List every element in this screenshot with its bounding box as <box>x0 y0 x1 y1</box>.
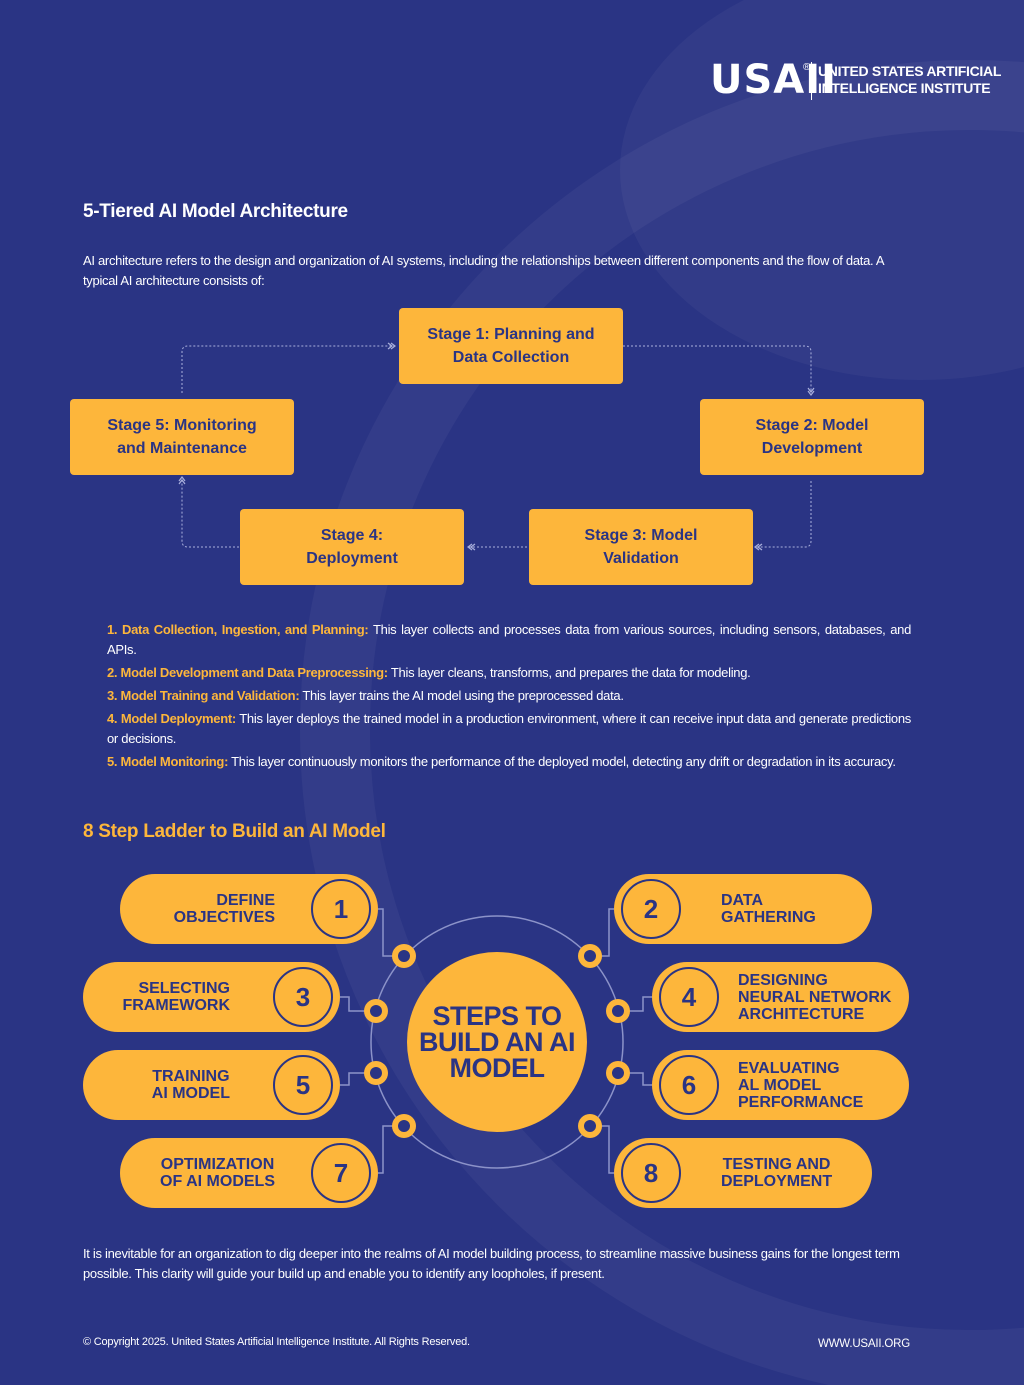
layer-item: 4. Model Deployment: This layer deploys … <box>107 709 911 749</box>
step-3-number: 3 <box>273 967 333 1027</box>
step-4-label-line: ARCHITECTURE <box>738 1006 865 1023</box>
connector-dot <box>392 944 416 968</box>
step-7-label-line: OF AI MODELS <box>160 1173 275 1190</box>
layer-label: 4. Model Deployment: <box>107 711 236 726</box>
step-2-number: 2 <box>621 879 681 939</box>
layer-item: 5. Model Monitoring: This layer continuo… <box>107 752 911 772</box>
connector-dot <box>578 944 602 968</box>
stage-3-label: Stage 3: Model Validation <box>584 527 698 567</box>
step-6-number: 6 <box>659 1055 719 1115</box>
connector-dot <box>392 1114 416 1138</box>
logo-mark: USAII <box>710 57 838 103</box>
logo-registered: ® <box>803 62 811 73</box>
layer-text: This layer continuously monitors the per… <box>228 754 896 769</box>
connector-dot <box>364 1061 388 1085</box>
step-1-pill: DEFINE OBJECTIVES 1 <box>120 874 378 944</box>
stage-1-box: Stage 1: Planning and Data Collection <box>399 308 623 384</box>
step-4-number: 4 <box>659 967 719 1027</box>
step-6-label-line: EVALUATING <box>738 1060 840 1077</box>
layer-label: 1. Data Collection, Ingestion, and Plann… <box>107 622 369 637</box>
step-4-label: DESIGNING NEURAL NETWORK ARCHITECTURE <box>738 972 891 1023</box>
step-8-label: TESTING AND DEPLOYMENT <box>721 1156 832 1190</box>
step-8-label-line: TESTING AND <box>722 1156 831 1173</box>
step-3-pill: SELECTING FRAMEWORK 3 <box>83 962 340 1032</box>
connector-dot <box>606 1061 630 1085</box>
layer-text: This layer collects and processes data f… <box>107 622 912 657</box>
logo-line-1: UNITED STATES ARTIFICIAL <box>818 63 1002 79</box>
logo-text: UNITED STATES ARTIFICIAL INTELLIGENCE IN… <box>818 63 1018 97</box>
stage-1-label: Stage 1: Planning and Data Collection <box>427 326 595 366</box>
step-4-label-line: DESIGNING <box>738 972 828 989</box>
website-link[interactable]: WWW.USAII.ORG <box>818 1338 910 1350</box>
copyright-text: © Copyright 2025. United States Artifici… <box>83 1336 470 1348</box>
step-8-pill: 8 TESTING AND DEPLOYMENT <box>614 1138 872 1208</box>
stage-4-box: Stage 4: Deployment <box>240 509 464 585</box>
architecture-title: 5-Tiered AI Model Architecture <box>83 201 348 222</box>
step-2-label-line: DATA <box>721 892 764 909</box>
layer-item: 3. Model Training and Validation: This l… <box>107 686 911 706</box>
center-title: STEPS TO BUILD AN AI MODEL <box>419 1001 576 1083</box>
step-7-label: OPTIMIZATION OF AI MODELS <box>160 1156 275 1190</box>
step-2-label: DATA GATHERING <box>721 892 816 926</box>
stage-4-label: Stage 4: Deployment <box>306 527 398 567</box>
step-1-number: 1 <box>311 879 371 939</box>
stage-2-box: Stage 2: Model Development <box>700 399 924 475</box>
layer-label: 5. Model Monitoring: <box>107 754 229 769</box>
step-7-pill: OPTIMIZATION OF AI MODELS 7 <box>120 1138 378 1208</box>
step-5-label: TRAINING AI MODEL <box>152 1068 230 1102</box>
closing-paragraph: It is inevitable for an organization to … <box>83 1246 900 1281</box>
step-3-label: SELECTING FRAMEWORK <box>122 980 230 1014</box>
step-5-label-line: AI MODEL <box>151 1085 230 1102</box>
step-2-pill: 2 DATA GATHERING <box>614 874 872 944</box>
step-7-number: 7 <box>311 1143 371 1203</box>
logo-line-2: INTELLIGENCE INSTITUTE <box>818 80 991 96</box>
layer-label: 2. Model Development and Data Preprocess… <box>107 665 388 680</box>
connector-dot <box>578 1114 602 1138</box>
step-6-label: EVALUATING AL MODEL PERFORMANCE <box>738 1060 863 1111</box>
step-5-number: 5 <box>273 1055 333 1115</box>
layer-text: This layer deploys the trained model in … <box>107 711 911 746</box>
step-2-label-line: GATHERING <box>721 909 816 926</box>
layer-item: 2. Model Development and Data Preprocess… <box>107 663 911 683</box>
logo-divider <box>811 62 812 100</box>
layer-label: 3. Model Training and Validation: <box>107 688 300 703</box>
connector-dot <box>606 999 630 1023</box>
step-1-label-line: OBJECTIVES <box>173 909 275 926</box>
layer-item: 1. Data Collection, Ingestion, and Plann… <box>107 620 911 660</box>
layer-text: This layer trains the AI model using the… <box>299 688 624 703</box>
step-8-number: 8 <box>621 1143 681 1203</box>
layer-text: This layer cleans, transforms, and prepa… <box>387 665 751 680</box>
step-4-label-line: NEURAL NETWORK <box>738 989 892 1006</box>
stage-3-box: Stage 3: Model Validation <box>529 509 753 585</box>
step-4-pill: 4 DESIGNING NEURAL NETWORK ARCHITECTURE <box>652 962 909 1032</box>
step-1-label-line: DEFINE <box>216 892 275 909</box>
step-7-label-line: OPTIMIZATION <box>160 1156 275 1173</box>
step-5-label-line: TRAINING <box>152 1068 230 1085</box>
step-3-label-line: SELECTING <box>138 980 230 997</box>
step-8-label-line: DEPLOYMENT <box>721 1173 833 1190</box>
step-6-label-line: AL MODEL <box>738 1077 822 1094</box>
step-5-pill: TRAINING AI MODEL 5 <box>83 1050 340 1120</box>
architecture-intro: AI architecture refers to the design and… <box>83 253 884 288</box>
stage-5-box: Stage 5: Monitoring and Maintenance <box>70 399 294 475</box>
usaii-logo: USAII ® UNITED STATES ARTIFICIAL INTELLI… <box>710 60 1024 102</box>
stage-2-label: Stage 2: Model Development <box>755 417 869 457</box>
step-3-label-line: FRAMEWORK <box>122 997 230 1014</box>
ladder-title: 8 Step Ladder to Build an AI Model <box>83 821 386 842</box>
layer-list: 1. Data Collection, Ingestion, and Plann… <box>107 620 911 775</box>
step-6-label-line: PERFORMANCE <box>738 1094 864 1111</box>
step-1-label: DEFINE OBJECTIVES <box>174 892 275 926</box>
center-circle: STEPS TO BUILD AN AI MODEL <box>407 952 587 1132</box>
step-6-pill: 6 EVALUATING AL MODEL PERFORMANCE <box>652 1050 909 1120</box>
stage-5-label: Stage 5: Monitoring and Maintenance <box>107 417 257 457</box>
connector-dot <box>364 999 388 1023</box>
